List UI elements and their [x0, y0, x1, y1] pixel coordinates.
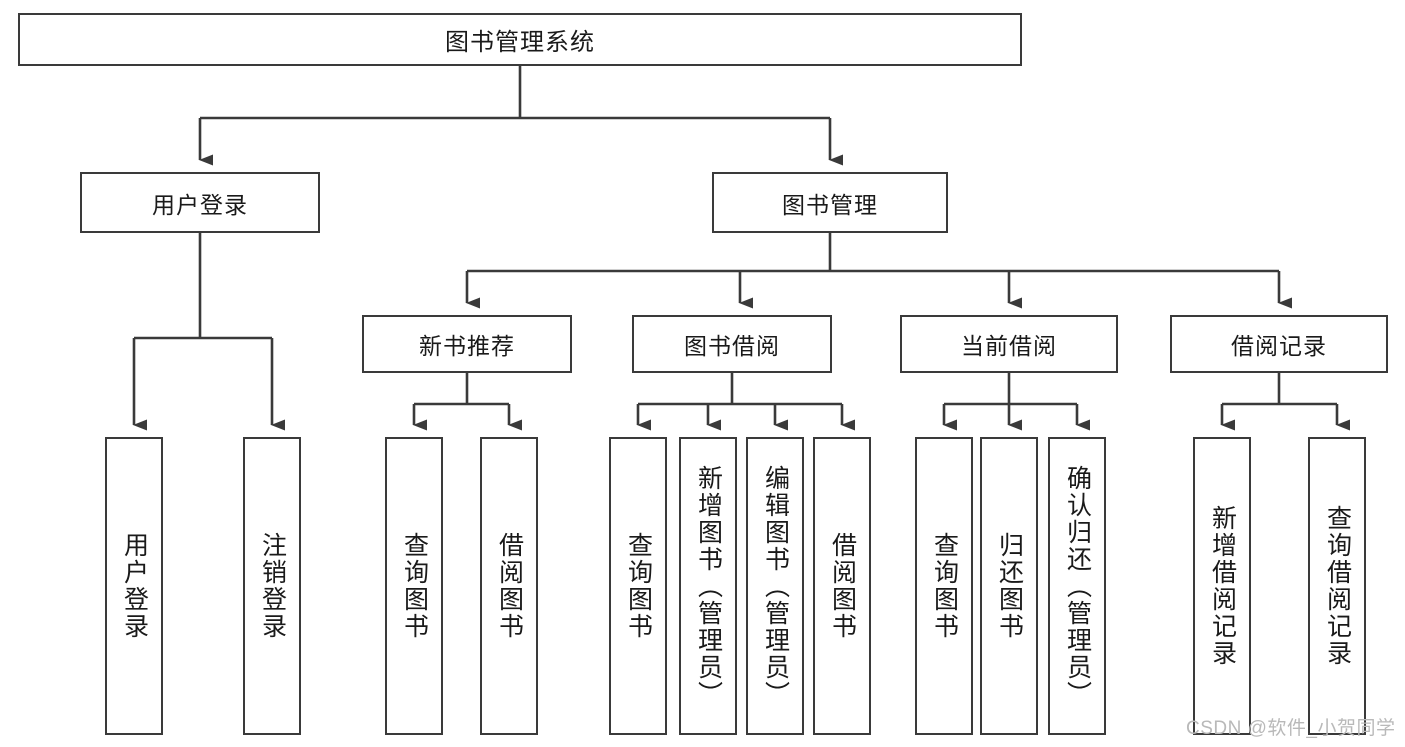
- watermark-text: CSDN @软件_小贺同学: [1186, 718, 1396, 739]
- node-borrow-record-label: 借阅记录: [1231, 333, 1327, 359]
- leaf-user-logout[interactable]: 注销登录: [243, 437, 301, 735]
- leaf-borrow-query-book-label: 查询图书: [624, 532, 653, 640]
- leaf-borrow-borrow-book[interactable]: 借阅图书: [813, 437, 871, 735]
- leaf-current-query-book[interactable]: 查询图书: [915, 437, 973, 735]
- leaf-record-query[interactable]: 查询借阅记录: [1308, 437, 1366, 735]
- leaf-current-return-book[interactable]: 归还图书: [980, 437, 1038, 735]
- leaf-new-book-borrow[interactable]: 借阅图书: [480, 437, 538, 735]
- leaf-new-book-query[interactable]: 查询图书: [385, 437, 443, 735]
- node-user-login-label: 用户登录: [152, 191, 248, 218]
- leaf-borrow-add-book-label: 新增图书（管理员）: [694, 464, 723, 708]
- leaf-borrow-borrow-book-label: 借阅图书: [828, 532, 857, 640]
- leaf-current-confirm-return-label: 确认归还（管理员）: [1063, 464, 1092, 708]
- leaf-user-login-label: 用户登录: [120, 532, 149, 640]
- node-book-management-label: 图书管理: [782, 191, 878, 218]
- leaf-borrow-edit-book-label: 编辑图书（管理员）: [761, 464, 790, 708]
- node-user-login[interactable]: 用户登录: [80, 172, 320, 233]
- leaf-record-add[interactable]: 新增借阅记录: [1193, 437, 1251, 735]
- node-book-borrow-label: 图书借阅: [684, 333, 780, 359]
- node-book-borrow[interactable]: 图书借阅: [632, 315, 832, 373]
- leaf-user-login[interactable]: 用户登录: [105, 437, 163, 735]
- leaf-current-confirm-return[interactable]: 确认归还（管理员）: [1048, 437, 1106, 735]
- leaf-borrow-query-book[interactable]: 查询图书: [609, 437, 667, 735]
- node-root-label: 图书管理系统: [445, 29, 595, 56]
- leaf-current-query-book-label: 查询图书: [930, 532, 959, 640]
- node-new-book-recommend[interactable]: 新书推荐: [362, 315, 572, 373]
- node-book-management[interactable]: 图书管理: [712, 172, 948, 233]
- leaf-current-return-book-label: 归还图书: [995, 532, 1024, 640]
- node-borrow-record[interactable]: 借阅记录: [1170, 315, 1388, 373]
- node-current-borrow[interactable]: 当前借阅: [900, 315, 1118, 373]
- leaf-record-add-label: 新增借阅记录: [1208, 505, 1237, 667]
- leaf-borrow-edit-book[interactable]: 编辑图书（管理员）: [746, 437, 804, 735]
- leaf-borrow-add-book[interactable]: 新增图书（管理员）: [679, 437, 737, 735]
- leaf-new-book-query-label: 查询图书: [400, 532, 429, 640]
- node-new-book-recommend-label: 新书推荐: [419, 333, 515, 359]
- leaf-user-logout-label: 注销登录: [258, 532, 287, 640]
- leaf-record-query-label: 查询借阅记录: [1323, 505, 1352, 667]
- node-root[interactable]: 图书管理系统: [18, 13, 1022, 66]
- node-current-borrow-label: 当前借阅: [961, 333, 1057, 359]
- leaf-new-book-borrow-label: 借阅图书: [495, 532, 524, 640]
